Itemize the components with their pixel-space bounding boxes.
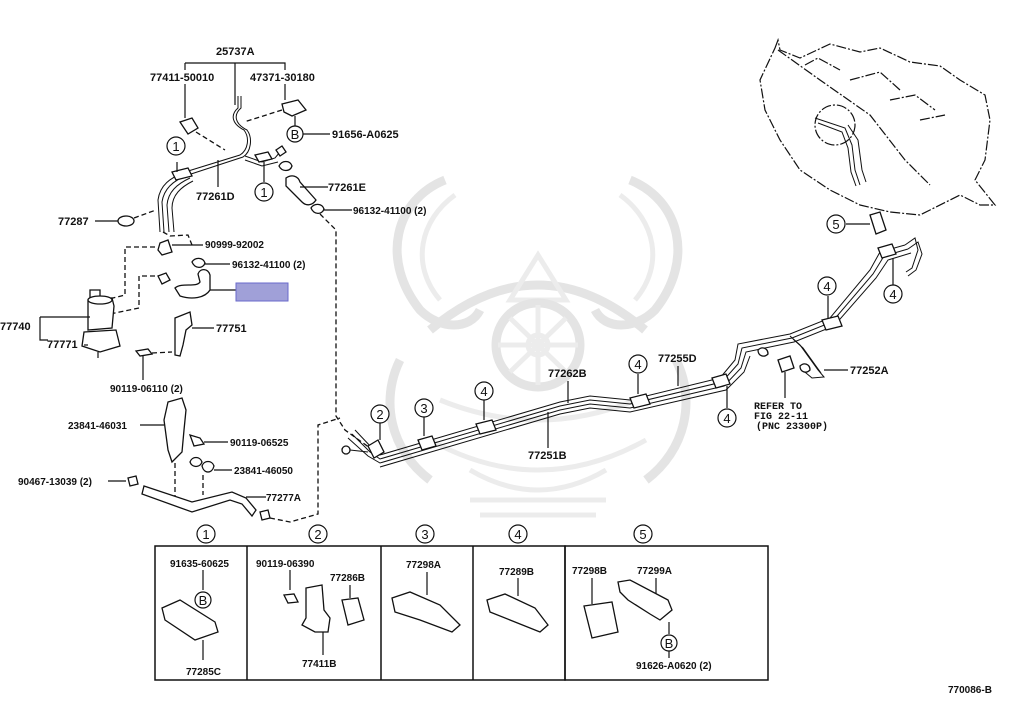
refer-note-line1: REFER TO — [754, 402, 802, 413]
part-label-91635-60625[interactable]: 91635-60625 — [170, 559, 229, 570]
part-label-77411-50010[interactable]: 77411-50010 — [150, 72, 214, 84]
part-label-90999-92002[interactable]: 90999-92002 — [205, 240, 264, 251]
callout-5-main — [826, 214, 846, 234]
part-label-90467-13039[interactable]: 90467-13039 (2) — [18, 477, 92, 488]
part-label-96132-41100-upper[interactable]: 96132-41100 (2) — [353, 206, 426, 217]
figure-id: 770086-B — [948, 685, 992, 696]
part-label-23841-46031[interactable]: 23841-46031 — [68, 421, 127, 432]
svg-text:5: 5 — [639, 527, 646, 542]
part-label-91626-A0620[interactable]: 91626-A0620 (2) — [636, 661, 712, 672]
part-label-90119-06110[interactable]: 90119-06110 (2) — [110, 384, 183, 395]
callout-4-e — [883, 284, 903, 304]
callout-1-right — [254, 182, 274, 202]
watermark-logo — [385, 175, 691, 518]
callout-3-main — [414, 398, 434, 418]
refer-note-line3: (PNC 23300P) — [756, 421, 828, 433]
fuel-hose-group: 23841-46031 90119-06525 23841-46050 9046… — [18, 397, 341, 523]
bracket-23841-46031 — [163, 397, 187, 464]
part-label-77255D[interactable]: 77255D — [658, 353, 697, 365]
part-label-47371-30180[interactable]: 47371-30180 — [250, 72, 315, 84]
refer-note-line2[interactable]: FIG 22-11 — [754, 412, 808, 423]
detail-panel-4: 4 77289B — [486, 524, 549, 633]
fuel-tank — [759, 37, 997, 216]
svg-text:5: 5 — [832, 217, 839, 232]
part-label-77252A[interactable]: 77252A — [850, 365, 889, 377]
svg-text:4: 4 — [823, 279, 830, 294]
hose-90999-92002 — [157, 239, 173, 256]
bracket-77751 — [174, 311, 193, 357]
part-label-23841-46050[interactable]: 23841-46050 — [234, 466, 293, 477]
callout-4-b — [628, 354, 648, 374]
svg-text:3: 3 — [421, 527, 428, 542]
grommet-77287 — [117, 215, 135, 227]
part-label-77411B[interactable]: 77411B — [302, 659, 336, 670]
callout-4-c — [717, 408, 737, 428]
charcoal-canister-77740 — [81, 289, 121, 358]
svg-text:2: 2 — [314, 527, 321, 542]
part-label-25737A[interactable]: 25737A — [216, 46, 255, 58]
svg-text:B: B — [291, 127, 300, 142]
canister-group: 90999-92002 96132-41100 (2) 77740 77771 … — [0, 231, 305, 395]
hose-highlighted — [174, 268, 211, 299]
part-label-77261D[interactable]: 77261D — [196, 191, 235, 203]
svg-text:2: 2 — [376, 407, 383, 422]
callout-4-d — [817, 276, 837, 296]
part-label-96132-41100-lower[interactable]: 96132-41100 (2) — [232, 260, 305, 271]
svg-text:4: 4 — [634, 357, 641, 372]
part-label-90119-06525[interactable]: 90119-06525 — [230, 438, 289, 449]
callout-1-left — [166, 136, 186, 156]
svg-text:3: 3 — [420, 401, 427, 416]
clip-77411-50010 — [178, 117, 199, 135]
svg-text:B: B — [199, 593, 208, 608]
part-label-77299A[interactable]: 77299A — [637, 566, 672, 577]
part-label-91656-A0625[interactable]: 91656-A0625 — [332, 129, 399, 141]
callout-2-main — [370, 404, 390, 424]
part-label-77261E[interactable]: 77261E — [328, 182, 366, 194]
assembly-25737A: 25737A 77411-50010 47371-30180 B 91656-A… — [58, 46, 426, 449]
part-label-77771[interactable]: 77771 — [47, 339, 78, 351]
part-label-77751[interactable]: 77751 — [216, 323, 247, 335]
svg-text:1: 1 — [172, 139, 179, 154]
part-label-77285C[interactable]: 77285C — [186, 667, 221, 678]
fuel-hose-77277A — [141, 485, 257, 518]
part-label-77277A[interactable]: 77277A — [266, 493, 301, 504]
svg-text:4: 4 — [723, 411, 730, 426]
part-label-77286B[interactable]: 77286B — [330, 573, 365, 584]
part-label-77251B[interactable]: 77251B — [528, 450, 567, 462]
highlighted-part-box[interactable] — [235, 282, 289, 302]
part-label-77262B[interactable]: 77262B — [548, 368, 587, 380]
part-label-77740[interactable]: 77740 — [0, 321, 31, 333]
part-label-77298B[interactable]: 77298B — [572, 566, 607, 577]
part-label-90119-06390[interactable]: 90119-06390 — [256, 559, 315, 570]
clip-47371-30180 — [281, 99, 308, 117]
detail-panel-3: 3 77298A — [391, 524, 461, 633]
part-label-77287[interactable]: 77287 — [58, 216, 89, 228]
svg-text:4: 4 — [514, 527, 521, 542]
part-label-77298A[interactable]: 77298A — [406, 560, 441, 571]
detail-panel-5: 5 77298B 77299A B 91626-A0620 (2) — [572, 524, 712, 672]
detail-panel-2: 2 90119-06390 77286B 77411B — [256, 524, 365, 670]
svg-text:4: 4 — [889, 287, 896, 302]
detail-panel-1: 1 91635-60625 B 77285C — [161, 524, 229, 678]
detail-panels: 1 91635-60625 B 77285C 2 90119-06390 772… — [154, 524, 769, 681]
svg-text:4: 4 — [480, 384, 487, 399]
svg-text:B: B — [665, 636, 674, 651]
callout-4-a — [474, 381, 494, 401]
svg-text:1: 1 — [260, 185, 267, 200]
main-fuel-lines: 77252A REFER TO FIG 22-11 (PNC 23300P) 2… — [341, 211, 923, 468]
part-label-77289B[interactable]: 77289B — [499, 567, 534, 578]
svg-text:1: 1 — [202, 527, 209, 542]
